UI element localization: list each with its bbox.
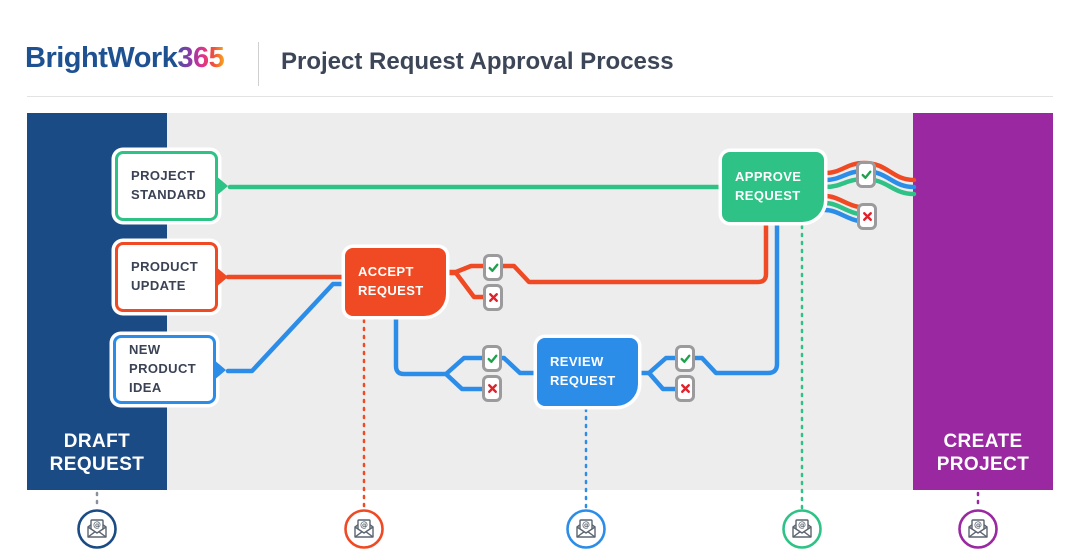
lane-create-project-label: CREATE PROJECT bbox=[913, 430, 1053, 476]
svg-text:@: @ bbox=[798, 521, 806, 530]
approved-checkbox-icon bbox=[483, 254, 503, 281]
lane-draft-request-label: DRAFT REQUEST bbox=[27, 430, 167, 476]
email-notification-icon-approve: @ bbox=[780, 507, 824, 551]
logo-365-text: 365 bbox=[177, 42, 225, 74]
node-label-line: STANDARD bbox=[131, 187, 207, 202]
node-review-request: REVIEW REQUEST bbox=[537, 338, 638, 406]
node-label-line: ACCEPT bbox=[358, 264, 414, 280]
email-notification-icon-create: @ bbox=[956, 507, 1000, 551]
rejected-checkbox-icon bbox=[483, 284, 503, 311]
node-label-line: IDEA bbox=[129, 379, 162, 395]
svg-text:@: @ bbox=[974, 521, 982, 530]
lane-create-project: CREATE PROJECT bbox=[913, 113, 1053, 490]
email-notification-icon-draft: @ bbox=[75, 507, 119, 551]
email-notification-icon-accept: @ bbox=[342, 507, 386, 551]
lane-label-line: REQUEST bbox=[49, 453, 145, 475]
header-divider bbox=[258, 42, 259, 86]
svg-text:@: @ bbox=[360, 521, 368, 530]
node-label-line: PRODUCT bbox=[131, 259, 199, 275]
lane-label-line: DRAFT bbox=[63, 430, 131, 452]
lane-label-line: PROJECT bbox=[936, 453, 1030, 475]
node-product-update: PRODUCT UPDATE bbox=[115, 242, 228, 312]
node-pointer bbox=[215, 175, 228, 197]
node-label-line: PROJECT bbox=[131, 168, 196, 184]
lane-label-line: CREATE bbox=[943, 430, 1023, 452]
node-label-line: APPROVE bbox=[735, 169, 802, 185]
node-project-standard: PROJECT STANDARD bbox=[115, 151, 228, 221]
svg-text:@: @ bbox=[582, 521, 590, 530]
node-label-line: REQUEST bbox=[735, 188, 801, 203]
rejected-checkbox-icon bbox=[675, 375, 695, 402]
page-title: Project Request Approval Process bbox=[281, 48, 674, 75]
approved-checkbox-icon bbox=[856, 161, 876, 188]
brightwork-logo: BrightWork365 bbox=[25, 42, 225, 74]
logo-text: BrightWork bbox=[25, 42, 178, 74]
rejected-checkbox-icon bbox=[857, 203, 877, 230]
node-pointer bbox=[213, 358, 226, 381]
header-rule bbox=[27, 96, 1053, 97]
email-notification-icon-review: @ bbox=[564, 507, 608, 551]
node-label-line: REQUEST bbox=[550, 373, 616, 388]
node-approve-request: APPROVE REQUEST bbox=[722, 152, 824, 222]
node-label-line: PRODUCT bbox=[129, 361, 197, 377]
node-accept-request: ACCEPT REQUEST bbox=[345, 248, 446, 316]
node-pointer bbox=[215, 266, 228, 288]
node-label-line: UPDATE bbox=[131, 278, 186, 293]
rejected-checkbox-icon bbox=[482, 375, 502, 402]
node-label-line: REQUEST bbox=[358, 283, 424, 298]
approved-checkbox-icon bbox=[482, 345, 502, 372]
svg-text:@: @ bbox=[93, 521, 101, 530]
node-new-product-idea: NEW PRODUCT IDEA bbox=[113, 335, 226, 404]
node-label-line: NEW bbox=[129, 342, 161, 358]
node-label-line: REVIEW bbox=[550, 354, 604, 370]
approved-checkbox-icon bbox=[675, 345, 695, 372]
